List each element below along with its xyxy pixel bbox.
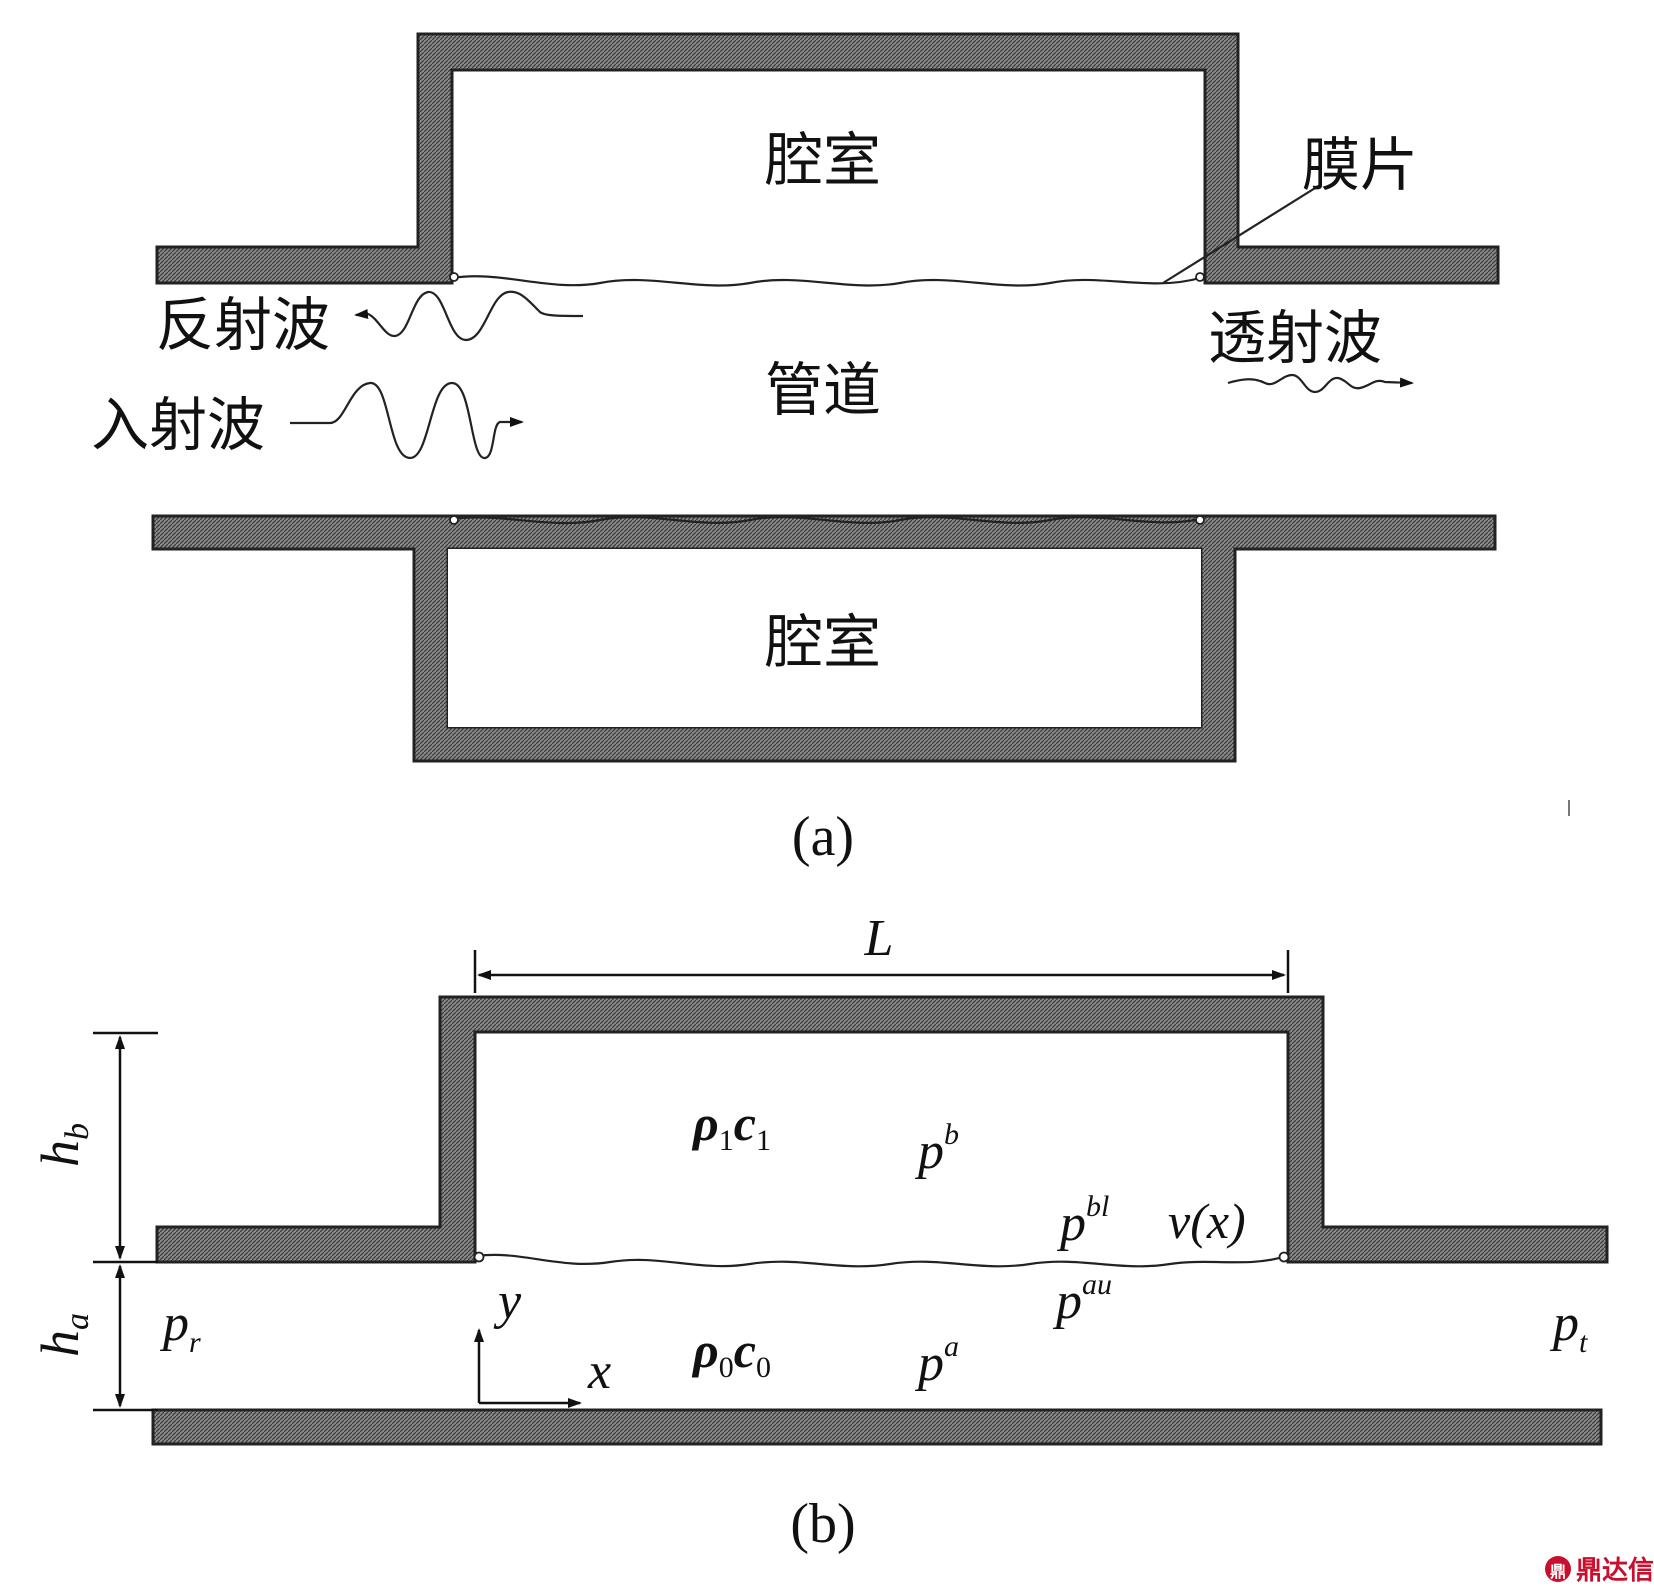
- reflected-wave-curve: [354, 290, 584, 342]
- svg-text:ha: ha: [30, 1313, 96, 1357]
- label-pbl: pbl: [1056, 1190, 1109, 1252]
- label-rho0-c0: ρ0c0: [691, 1322, 771, 1384]
- b-top-chamber-wall: [155, 995, 1609, 1264]
- label-pa: pa: [914, 1330, 959, 1392]
- b-membrane: [476, 1253, 1287, 1268]
- figure-b: L hb ha ρ1c1 pb pbl v(x) pau: [30, 910, 1609, 1555]
- incident-wave-curve: [290, 381, 524, 460]
- b-membrane-right-hinge: [1278, 1251, 1290, 1263]
- label-transmitted-wave: 透射波: [1208, 304, 1382, 372]
- bottom-membrane-right-hinge: [1195, 515, 1205, 525]
- label-chamber-bottom: 腔室: [765, 608, 881, 676]
- dim-L-label: L: [864, 910, 894, 967]
- b-bottom-pipe-wall: [151, 1408, 1603, 1446]
- watermark-logo-icon: [1545, 1556, 1571, 1582]
- label-pt: pt: [1549, 1295, 1588, 1359]
- watermark-logo-glyph: 鼎: [1550, 1562, 1566, 1581]
- membrane-leader-line: [1162, 184, 1321, 284]
- svg-text:hb: hb: [30, 1123, 96, 1167]
- label-pr: pr: [159, 1295, 201, 1359]
- label-incident-wave: 入射波: [91, 391, 265, 459]
- label-ha: ha: [30, 1313, 96, 1357]
- label-pb: pb: [914, 1118, 959, 1180]
- bottom-membrane-left-hinge: [449, 515, 459, 525]
- figure-a: 腔室 膜片 管道 腔室 反射波 入射波 透射波 (a): [91, 32, 1500, 868]
- label-reflected-wave: 反射波: [156, 291, 330, 359]
- axis-x-label: x: [587, 1343, 611, 1400]
- label-hb: hb: [30, 1123, 96, 1167]
- bottom-membrane: [451, 516, 1201, 525]
- watermark: 鼎 鼎达信: [1545, 1556, 1654, 1586]
- top-chamber-wall: [155, 32, 1500, 285]
- caption-b: (b): [790, 1493, 855, 1555]
- label-vx: v(x): [1168, 1193, 1246, 1249]
- caption-a: (a): [792, 806, 854, 868]
- label-rho1-c1: ρ1c1: [691, 1095, 771, 1157]
- watermark-text: 鼎达信: [1576, 1556, 1654, 1586]
- top-membrane-left-hinge: [449, 272, 459, 282]
- top-membrane-right-hinge: [1195, 272, 1205, 282]
- transmitted-wave-curve: [1227, 373, 1414, 394]
- top-membrane: [451, 275, 1201, 287]
- axis-y-label: y: [493, 1273, 522, 1330]
- bottom-chamber-cavity: [448, 549, 1201, 727]
- label-pipe: 管道: [765, 356, 881, 424]
- label-pau: pau: [1052, 1268, 1112, 1330]
- label-chamber-top: 腔室: [765, 126, 881, 194]
- label-membrane: 膜片: [1302, 131, 1418, 199]
- b-membrane-left-hinge: [473, 1251, 485, 1263]
